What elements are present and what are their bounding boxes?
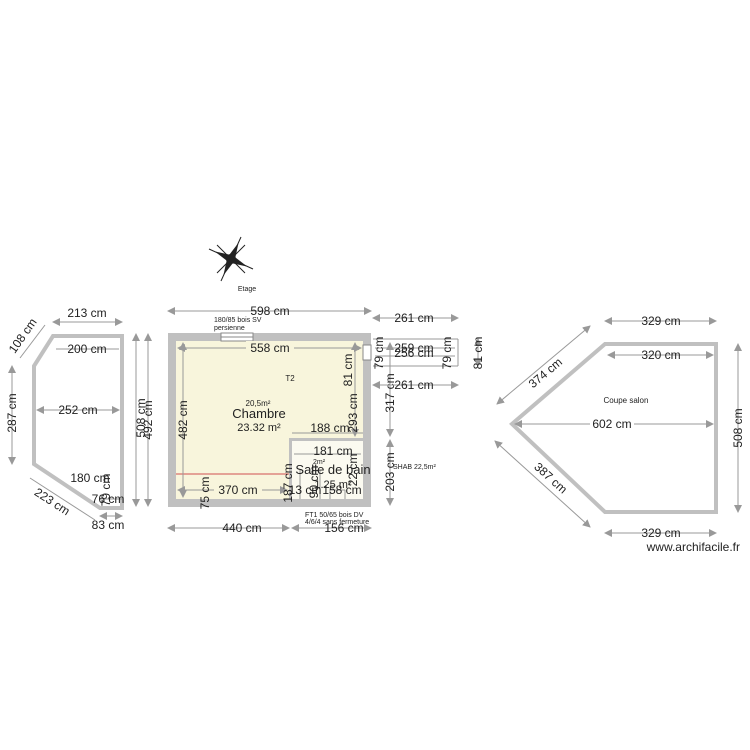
chambre-name: Chambre xyxy=(232,406,285,421)
dim-ext-256: 256 cm xyxy=(394,346,433,360)
shab-note: SHAB 22,5m² xyxy=(393,464,436,471)
dim-sal-329a: 329 cm xyxy=(641,314,680,328)
dim-inner-187: 187 cm xyxy=(281,463,295,502)
dim-ext-79a: 79 cm xyxy=(372,337,386,370)
dim-ext-261a: 261 cm xyxy=(394,311,433,325)
compass-icon xyxy=(208,236,254,282)
dim-inner-158: 158 cm xyxy=(322,483,361,497)
dim-ext-81b: 81 cm xyxy=(471,337,485,370)
dim-left-287: 287 cm xyxy=(5,393,19,432)
chambre-small-area: 20,5m² xyxy=(246,399,271,408)
dim-bath-188: 188 cm xyxy=(310,421,349,435)
coupe-salon-shape: 329 cm 320 cm 374 cm Coupe salon 602 cm … xyxy=(494,314,745,540)
chambre-area: 23.32 m² xyxy=(237,422,281,434)
dim-right-293: 293 cm xyxy=(346,393,360,432)
dim-left-213: 213 cm xyxy=(67,306,106,320)
dim-left-76: 76 cm xyxy=(92,492,125,506)
coupe-salon-outline xyxy=(509,342,718,514)
right-window xyxy=(362,344,372,361)
window-note-top-2: persienne xyxy=(214,325,245,332)
dim-top-598: 598 cm xyxy=(250,304,289,318)
dim-left-508: 508 cm xyxy=(134,398,148,437)
dim-left-252: 252 cm xyxy=(58,403,97,417)
bath-name: Salle de bain xyxy=(295,462,370,477)
dim-left-492: 492 cm xyxy=(141,400,155,439)
dim-sal-602: 602 cm xyxy=(592,417,631,431)
dim-left-223: 223 cm xyxy=(32,485,73,518)
bath-22: 22 cm xyxy=(346,454,360,487)
bathroom-floor xyxy=(292,441,363,499)
dim-inner-370: 370 cm xyxy=(218,483,257,497)
dim-left-108: 108 cm xyxy=(6,316,40,356)
level-label: Etage xyxy=(238,286,256,293)
dim-left-180: 180 cm xyxy=(70,471,109,485)
dim-bottom-440: 440 cm xyxy=(222,521,261,535)
dim-left-83: 83 cm xyxy=(92,518,125,532)
dim-ext-259: 259 cm xyxy=(394,341,433,355)
bath-90: 90 cm xyxy=(307,466,321,499)
dim-bath-181: 181 cm xyxy=(313,444,352,458)
dim-ext-79b: 79 cm xyxy=(440,337,454,370)
dim-sal-508: 508 cm xyxy=(731,408,745,447)
left-shape-outline xyxy=(32,334,124,510)
dim-sal-320: 320 cm xyxy=(641,348,680,362)
window-note-bottom-2: 4/6/4 sans fermeture xyxy=(305,519,369,526)
dim-inner-13: 13 cm xyxy=(289,483,322,497)
dim-inner-75: 75 cm xyxy=(198,477,212,510)
dim-inner-482: 482 cm xyxy=(176,400,190,439)
window-note-bottom-1: FT1 50/65 bois DV xyxy=(305,512,364,519)
window-note-top-1: 180/85 bois SV xyxy=(214,317,262,324)
coupe-salon-label: Coupe salon xyxy=(604,396,649,405)
dim-inner-558: 558 cm xyxy=(250,341,289,355)
bath-small-area: 2m² xyxy=(313,459,326,466)
bath-area: 1.25 m² xyxy=(314,479,352,491)
chambre-type: T2 xyxy=(285,374,295,383)
bathroom-wall-top xyxy=(289,438,363,441)
watermark: www.archifacile.fr xyxy=(646,540,740,554)
dim-bottom-156: 156 cm xyxy=(324,521,363,535)
dim-left-79: 79 cm xyxy=(99,474,113,507)
dim-ext-261b: 261 cm xyxy=(394,378,433,392)
dim-right-203: 203 cm xyxy=(383,452,397,491)
dim-right-81a: 81 cm xyxy=(341,354,355,387)
main-plan: 598 cm 180/85 bois SV persienne 558 cm 4… xyxy=(167,304,436,535)
bathroom-wall-left xyxy=(289,438,292,499)
extension-dimensions: 261 cm 259 cm 256 cm 79 cm 79 cm 81 cm 2… xyxy=(372,311,485,392)
dim-sal-329b: 329 cm xyxy=(641,526,680,540)
left-shape: 213 cm 200 cm 108 cm 287 cm 252 cm 180 c… xyxy=(5,306,155,532)
dim-left-200: 200 cm xyxy=(67,342,106,356)
